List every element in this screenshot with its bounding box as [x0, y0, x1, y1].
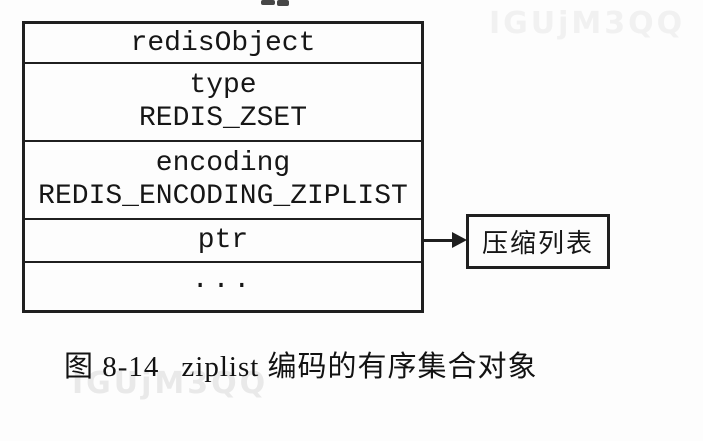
ptr-arrow-head-icon: [452, 232, 467, 248]
field-name: type: [189, 70, 257, 101]
field-value: REDIS_ENCODING_ZIPLIST: [38, 181, 408, 212]
scan-artifact-smudge: [277, 0, 289, 6]
struct-row-encoding: encoding REDIS_ENCODING_ZIPLIST: [25, 142, 421, 220]
struct-row-redisobject: redisObject: [25, 24, 421, 64]
scan-artifact-smudge: [261, 0, 275, 5]
ellipsis-text: ...: [191, 265, 255, 296]
struct-row-type: type REDIS_ZSET: [25, 64, 421, 142]
figure-title: ziplist 编码的有序集合对象: [181, 351, 538, 383]
struct-row-ellipsis: ...: [25, 263, 421, 310]
ziplist-target-box: 压缩列表: [466, 214, 610, 269]
field-value: REDIS_ZSET: [138, 103, 308, 134]
field-name: encoding: [155, 148, 291, 179]
redisobject-struct-box: redisObject type REDIS_ZSET encoding RED…: [22, 21, 424, 313]
ptr-arrow-line: [424, 239, 454, 242]
watermark-text: IGUjM3QQ: [489, 6, 686, 41]
figure-caption: 图 8-14 ziplist 编码的有序集合对象: [64, 343, 538, 385]
figure-number: 图 8-14: [64, 351, 160, 383]
field-name: ptr: [197, 225, 249, 256]
watermark-text: IGUjM3QQ: [72, 366, 269, 401]
struct-row-label: redisObject: [130, 27, 316, 59]
struct-row-ptr: ptr: [25, 220, 421, 263]
